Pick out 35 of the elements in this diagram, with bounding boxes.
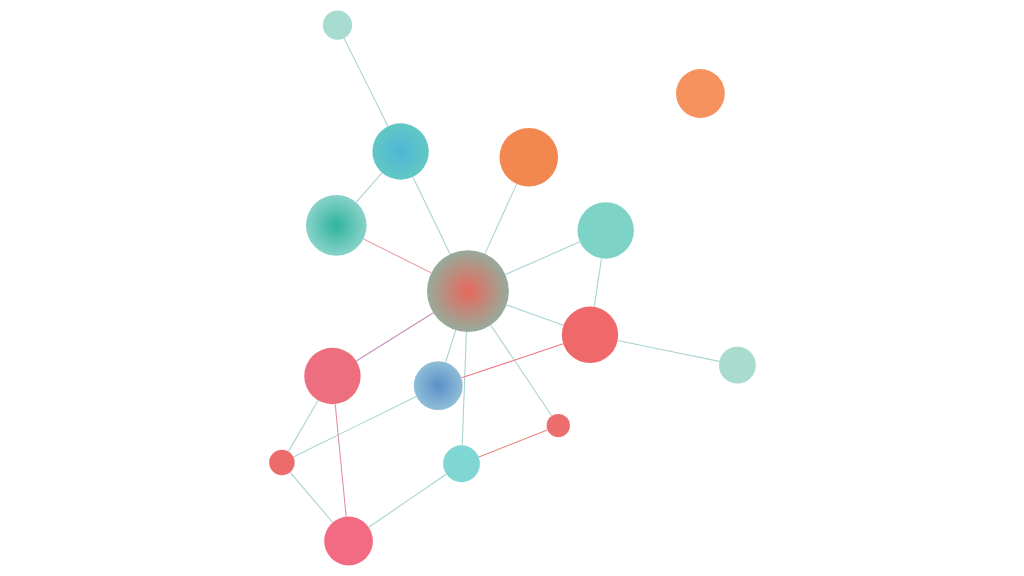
node-circle (268, 449, 295, 476)
connector (355, 172, 383, 203)
connector (489, 324, 552, 417)
connector (343, 37, 388, 127)
connector (593, 257, 602, 308)
node-circle (323, 516, 373, 566)
connector (505, 304, 564, 326)
node-circle (426, 250, 509, 333)
connector (362, 238, 432, 274)
connector (292, 395, 417, 458)
node-circle (675, 69, 725, 118)
node-circle (561, 306, 618, 364)
connector (289, 471, 333, 523)
connector (461, 331, 467, 446)
node-circle (577, 202, 634, 259)
connector (367, 473, 447, 528)
connector (616, 340, 720, 362)
connector (483, 183, 517, 255)
connector (477, 429, 548, 458)
node-circle (546, 413, 570, 438)
connector (334, 403, 347, 518)
node-circle (303, 347, 361, 405)
connector (411, 176, 451, 255)
connector (444, 329, 456, 363)
connector (355, 312, 434, 362)
node-circle (499, 128, 558, 187)
node-circle (305, 194, 367, 256)
node-circle (442, 445, 480, 483)
node-circle (718, 346, 756, 384)
node-circle (413, 361, 463, 411)
connector (460, 343, 564, 379)
node-circle (322, 10, 352, 40)
node-circle (371, 123, 429, 180)
connector (504, 241, 580, 276)
connector (287, 400, 319, 452)
